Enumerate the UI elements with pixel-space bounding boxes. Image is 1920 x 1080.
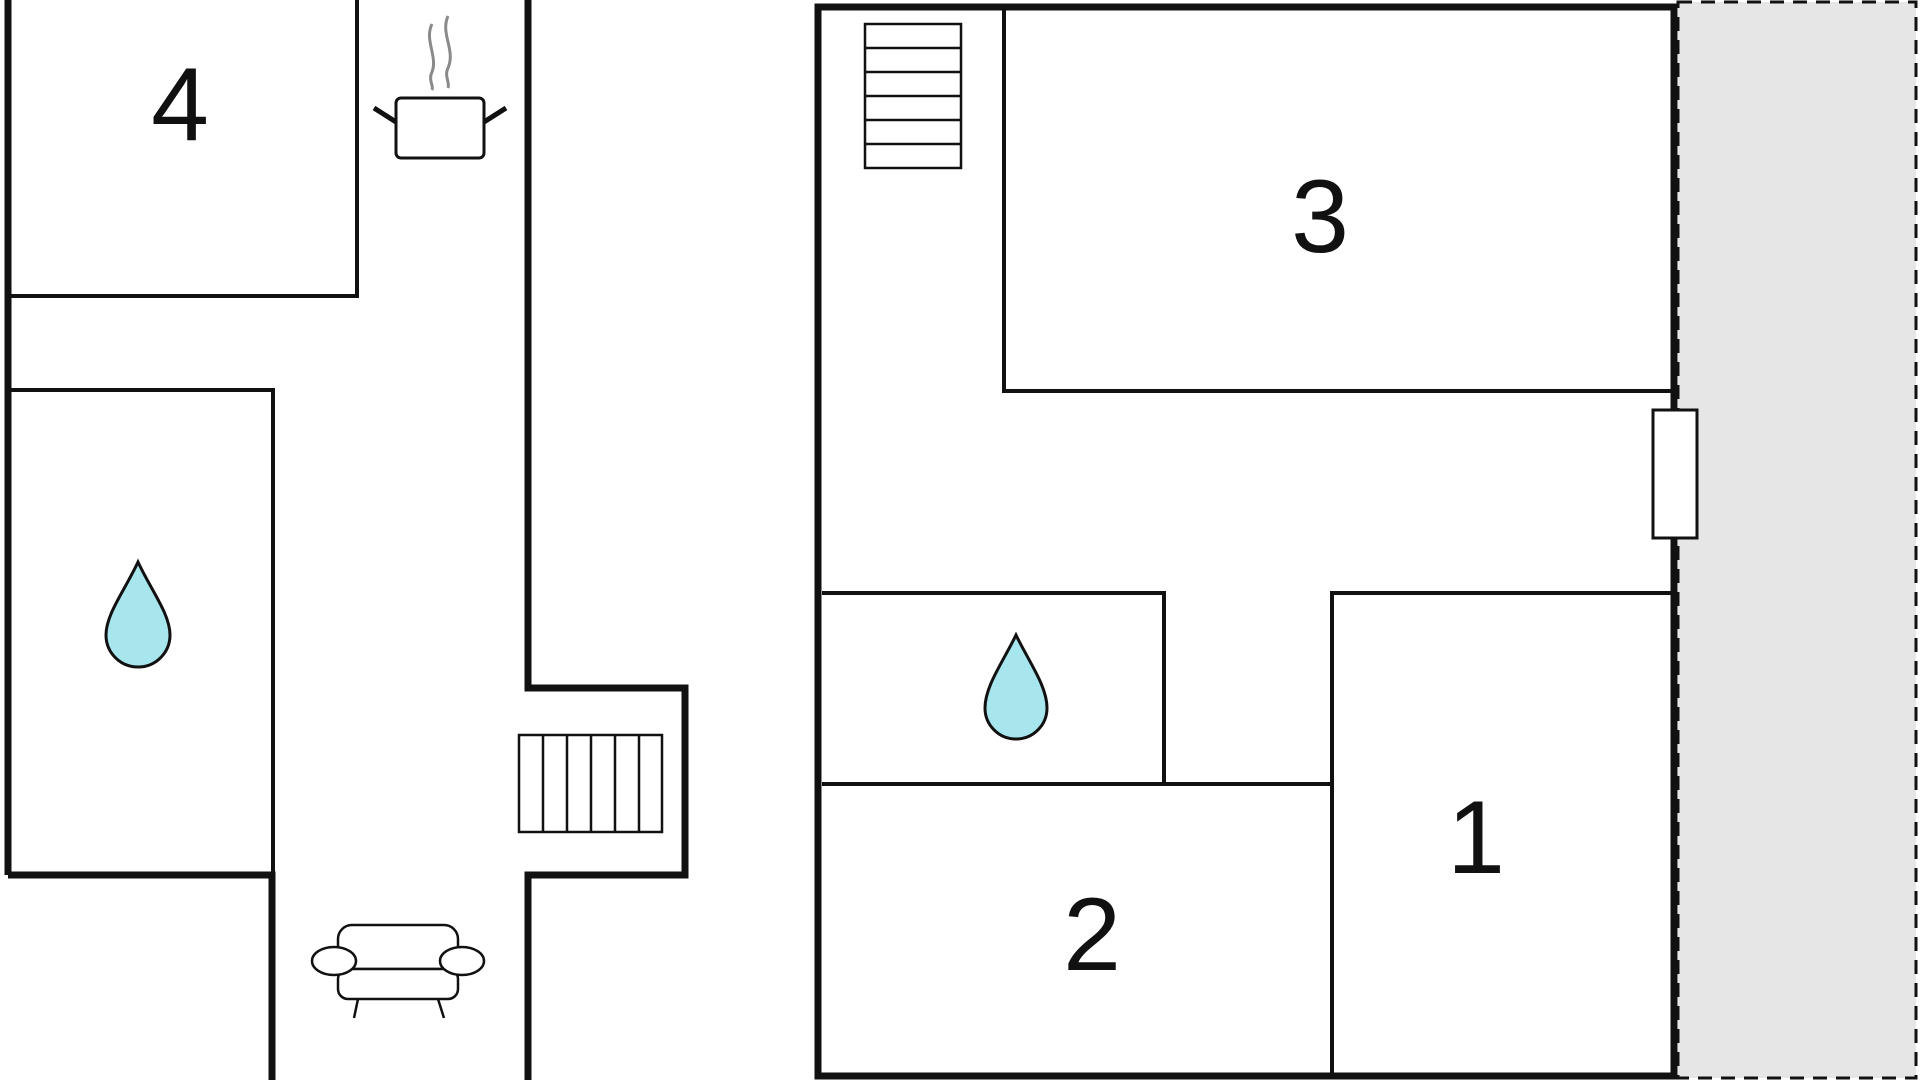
bedroom-4: 4 — [8, 0, 359, 298]
cooking-pot-icon — [372, 15, 508, 160]
door-icon — [1651, 408, 1699, 540]
left-wing-bottom-wall — [8, 871, 276, 1080]
room-number-4: 4 — [151, 47, 209, 163]
left-wing: 4 — [4, 0, 689, 1080]
bedroom-4-wall — [8, 0, 359, 298]
sofa-seat — [336, 967, 460, 1001]
right-bathroom-wall — [822, 591, 1166, 782]
bedroom-3: 3 — [1002, 7, 1674, 393]
sofa-arm-right — [438, 945, 486, 977]
room-number-2: 2 — [1063, 877, 1121, 993]
water-drop-icon — [104, 558, 172, 669]
stairs-icon — [863, 22, 963, 170]
sofa-leg — [436, 998, 446, 1019]
right-wing-outer-wall — [814, 3, 1678, 1080]
pot-handle-right — [482, 105, 508, 125]
right-bathroom — [822, 591, 1166, 782]
bedroom-3-wall — [1002, 7, 1674, 393]
terrace — [1676, 0, 1918, 1080]
left-bathroom-wall — [8, 388, 275, 875]
corridor-right-wall — [524, 0, 689, 1080]
pot-body — [394, 96, 486, 160]
bedroom-2: 2 — [822, 782, 1332, 993]
pot-handle-left — [372, 105, 398, 125]
steam-line — [427, 23, 435, 91]
stairs-icon — [517, 733, 664, 834]
right-wing: 3 2 1 — [814, 0, 1918, 1080]
steam-line — [444, 15, 452, 89]
water-drop-icon — [983, 631, 1049, 741]
sofa-arm-left — [310, 945, 358, 977]
left-bathroom — [8, 388, 275, 875]
bedroom-1-wall — [1330, 591, 1674, 1076]
room-number-3: 3 — [1291, 159, 1349, 275]
sofa-leg — [352, 998, 360, 1019]
bedroom-1: 1 — [1330, 591, 1674, 1076]
room-number-1: 1 — [1447, 780, 1505, 896]
sofa-icon — [310, 923, 486, 1019]
